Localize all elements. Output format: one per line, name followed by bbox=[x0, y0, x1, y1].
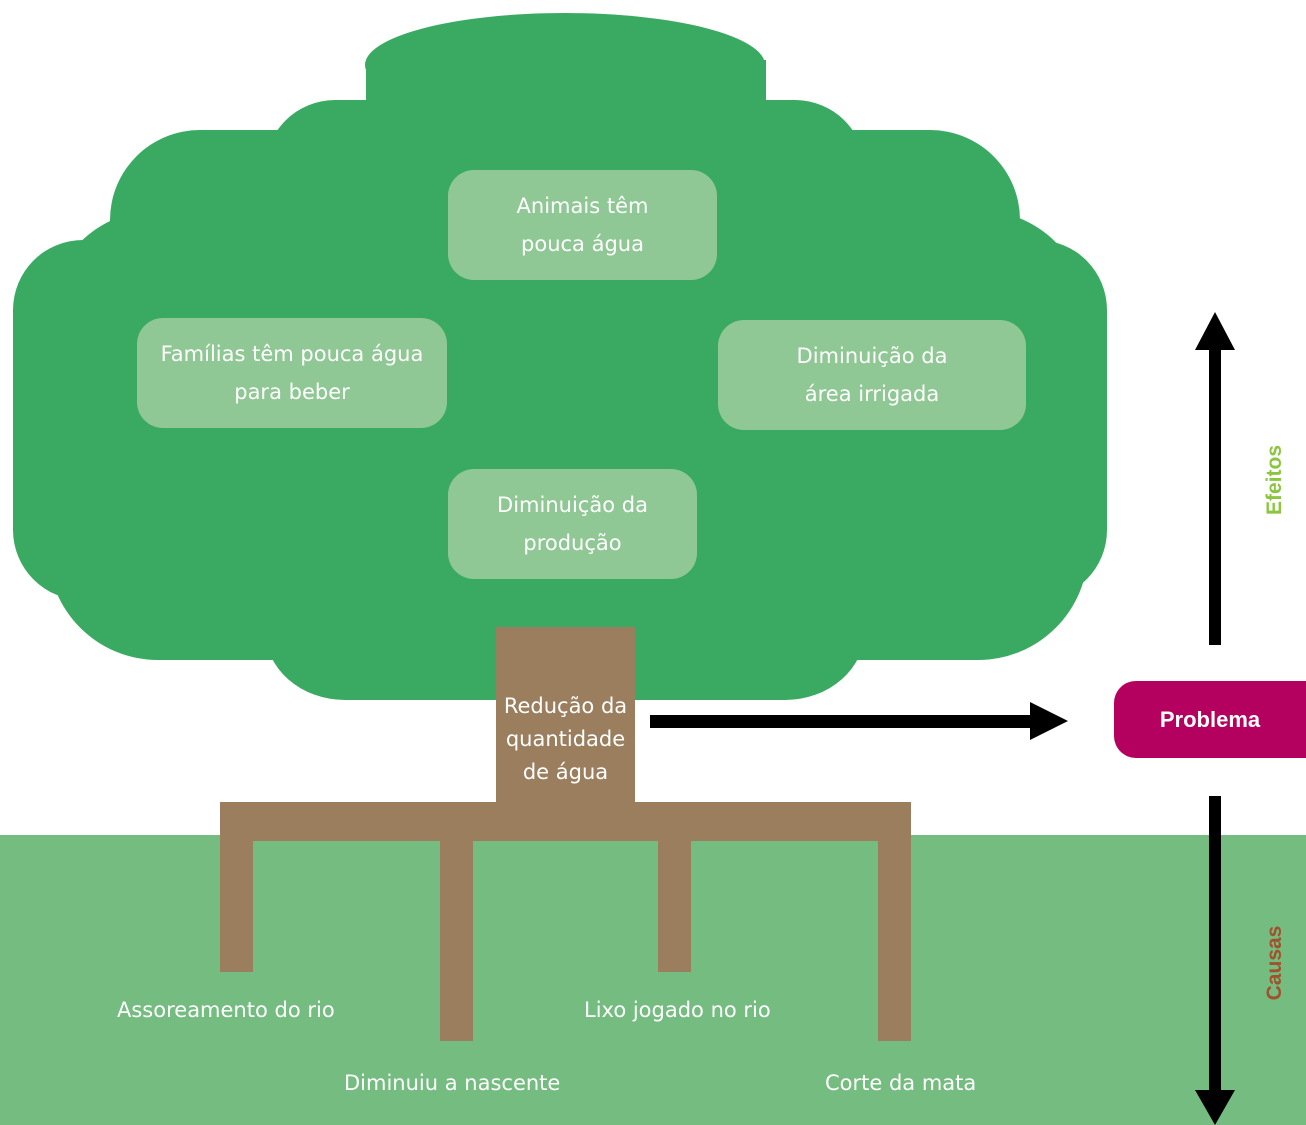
root-trash bbox=[658, 835, 691, 972]
causes-label: Causas bbox=[1263, 925, 1286, 1001]
problem-text: Redução da quantidade de água bbox=[503, 694, 628, 784]
ground-area bbox=[0, 835, 1306, 1125]
effect-families-text: Famílias têm pouca água para beber bbox=[160, 342, 424, 404]
tree-trunk bbox=[496, 627, 635, 802]
effect-families: Famílias têm pouca água para beber bbox=[137, 318, 447, 428]
cause-silting: Assoreamento do rio bbox=[117, 998, 335, 1022]
effect-production: Diminuição da produção bbox=[448, 469, 697, 579]
effect-animals-text: Animais têm pouca água bbox=[516, 194, 649, 256]
effect-irrigated: Diminuição da área irrigada bbox=[718, 320, 1026, 430]
effect-production-text: Diminuição da produção bbox=[497, 493, 648, 555]
root-silting bbox=[220, 835, 253, 972]
effect-irrigated-text: Diminuição da área irrigada bbox=[796, 344, 948, 406]
root-spring bbox=[440, 835, 473, 1041]
problem-pill-label: Problema bbox=[1159, 706, 1261, 732]
effect-animals: Animais têm pouca água bbox=[448, 170, 717, 280]
cause-deforestation: Corte da mata bbox=[825, 1071, 977, 1095]
problem-pill: Problema bbox=[1114, 681, 1306, 758]
effects-label: Efeitos bbox=[1263, 445, 1286, 516]
cause-spring: Diminuiu a nascente bbox=[344, 1071, 561, 1095]
root-bar bbox=[220, 802, 911, 841]
root-deforestation bbox=[878, 835, 911, 1041]
cause-trash: Lixo jogado no rio bbox=[584, 998, 771, 1022]
